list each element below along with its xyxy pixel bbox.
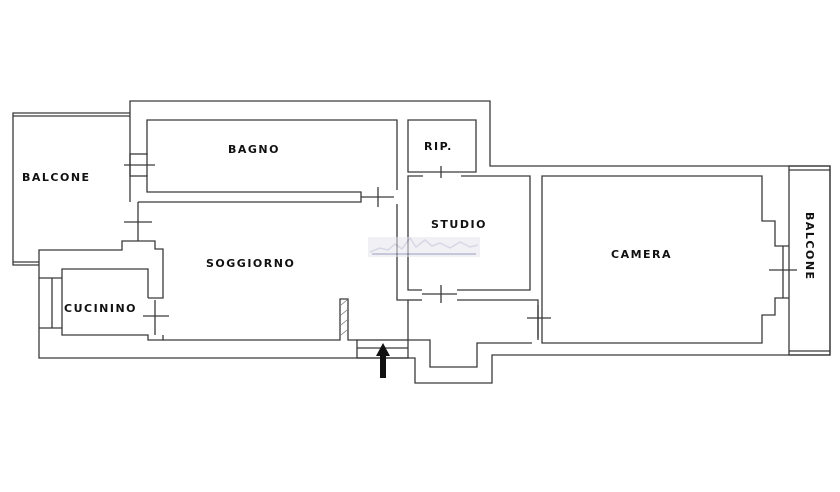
label-rip: RIP. [424, 140, 453, 153]
label-cucinino: CUCININO [64, 302, 137, 315]
label-studio: STUDIO [431, 218, 487, 231]
label-soggiorno: SOGGIORNO [206, 257, 295, 270]
outer-walls [38, 100, 831, 384]
label-balcone-left: BALCONE [22, 171, 91, 184]
entrance-arrow-icon [376, 343, 390, 378]
soggiorno-walls [163, 298, 409, 359]
label-bagno: BAGNO [228, 143, 280, 156]
balcony-left [12, 112, 130, 266]
label-camera: CAMERA [611, 248, 672, 261]
bagno-room [124, 119, 408, 301]
cucinino-room [39, 268, 169, 341]
balcony-right [788, 165, 831, 356]
watermark-logo [368, 236, 480, 257]
corridor-walls [407, 300, 551, 368]
camera-room [541, 175, 797, 344]
label-balcone-right: BALCONE [803, 212, 816, 281]
